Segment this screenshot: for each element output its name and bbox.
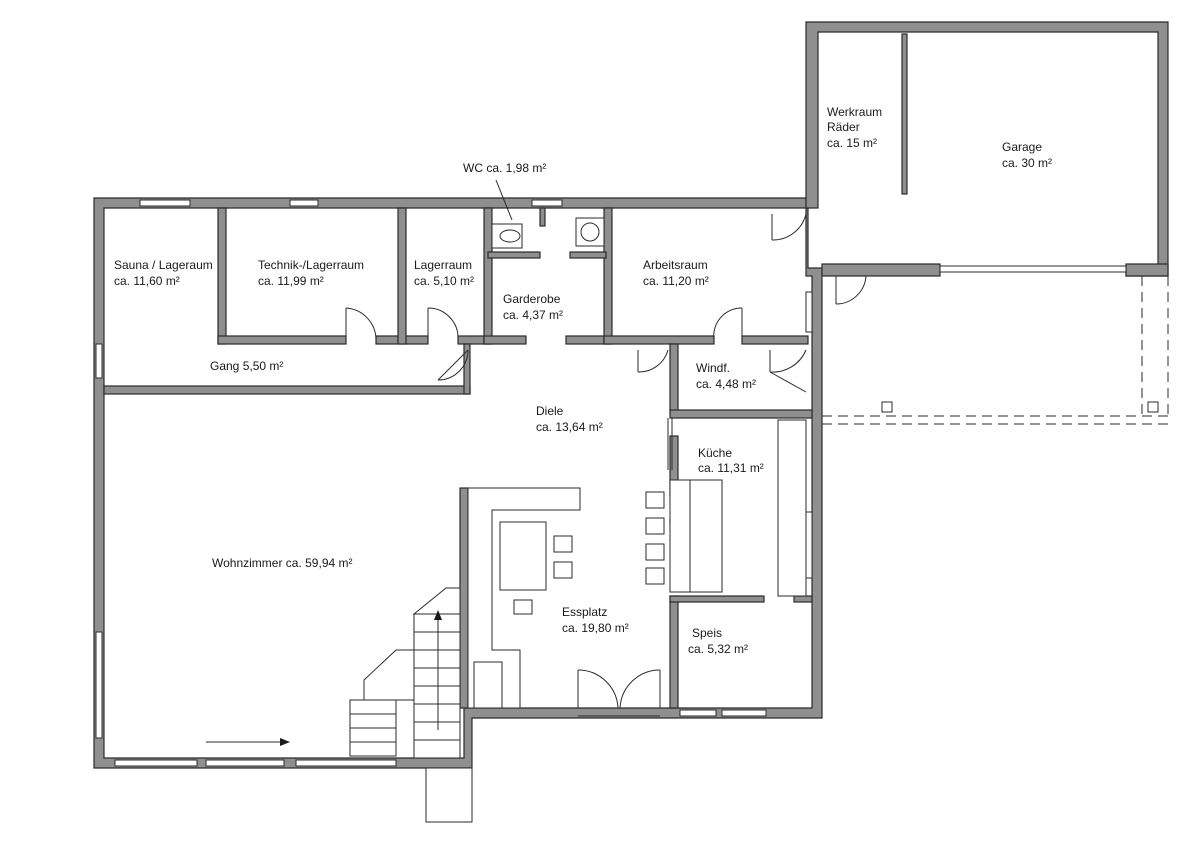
sauna-label: Sauna / Lageraum	[114, 258, 213, 272]
essplatz-label: Essplatz	[562, 605, 607, 619]
lager-label: Lagerraum	[414, 258, 472, 272]
kitchen-island	[669, 479, 723, 593]
werkraum-label: Werkraum	[827, 105, 882, 119]
garderobe-area: ca. 4,37 m²	[503, 308, 563, 322]
windfang-area: ca. 4,48 m²	[696, 377, 756, 391]
dining-table	[499, 521, 547, 591]
essplatz-area: ca. 19,80 m²	[562, 621, 629, 635]
kueche-label: Küche	[698, 446, 732, 460]
arbeitsraum-area: ca. 11,20 m²	[643, 274, 709, 288]
werkraum-sub: Räder	[827, 120, 860, 134]
sauna-area: ca. 11,60 m²	[114, 274, 180, 288]
werkraum-area: ca. 15 m²	[827, 136, 877, 150]
staircase	[349, 587, 461, 759]
exterior-walls	[93, 21, 1169, 769]
speis-area: ca. 5,32 m²	[688, 642, 748, 656]
carport-dashed-outline	[822, 276, 1169, 425]
interior-walls	[103, 207, 813, 709]
windows	[95, 199, 1127, 767]
diele-area: ca. 13,64 m²	[536, 420, 603, 434]
fixtures	[206, 217, 807, 823]
kitchen-counter	[777, 419, 807, 597]
speis-label: Speis	[692, 626, 722, 640]
garage-area: ca. 30 m²	[1002, 156, 1052, 170]
diele-label: Diele	[536, 404, 564, 418]
garage-label: Garage	[1002, 140, 1042, 154]
lager-area: ca. 5,10 m²	[414, 274, 474, 288]
arbeitsraum-label: Arbeitsraum	[643, 258, 708, 272]
technik-area: ca. 11,99 m²	[258, 274, 324, 288]
technik-label: Technik-/Lagerraum	[258, 258, 364, 272]
doors	[345, 213, 867, 717]
gang-label: Gang 5,50 m²	[210, 359, 283, 373]
windfang-label: Windf.	[696, 361, 730, 375]
garderobe-label: Garderobe	[503, 292, 561, 306]
room-labels: WC ca. 1,98 m² Sauna / Lageraum ca. 11,6…	[114, 105, 1052, 656]
wohnzimmer-label: Wohnzimmer ca. 59,94 m²	[212, 556, 353, 570]
wc-label: WC ca. 1,98 m²	[463, 161, 546, 175]
kueche-area: ca. 11,31 m²	[698, 461, 764, 475]
